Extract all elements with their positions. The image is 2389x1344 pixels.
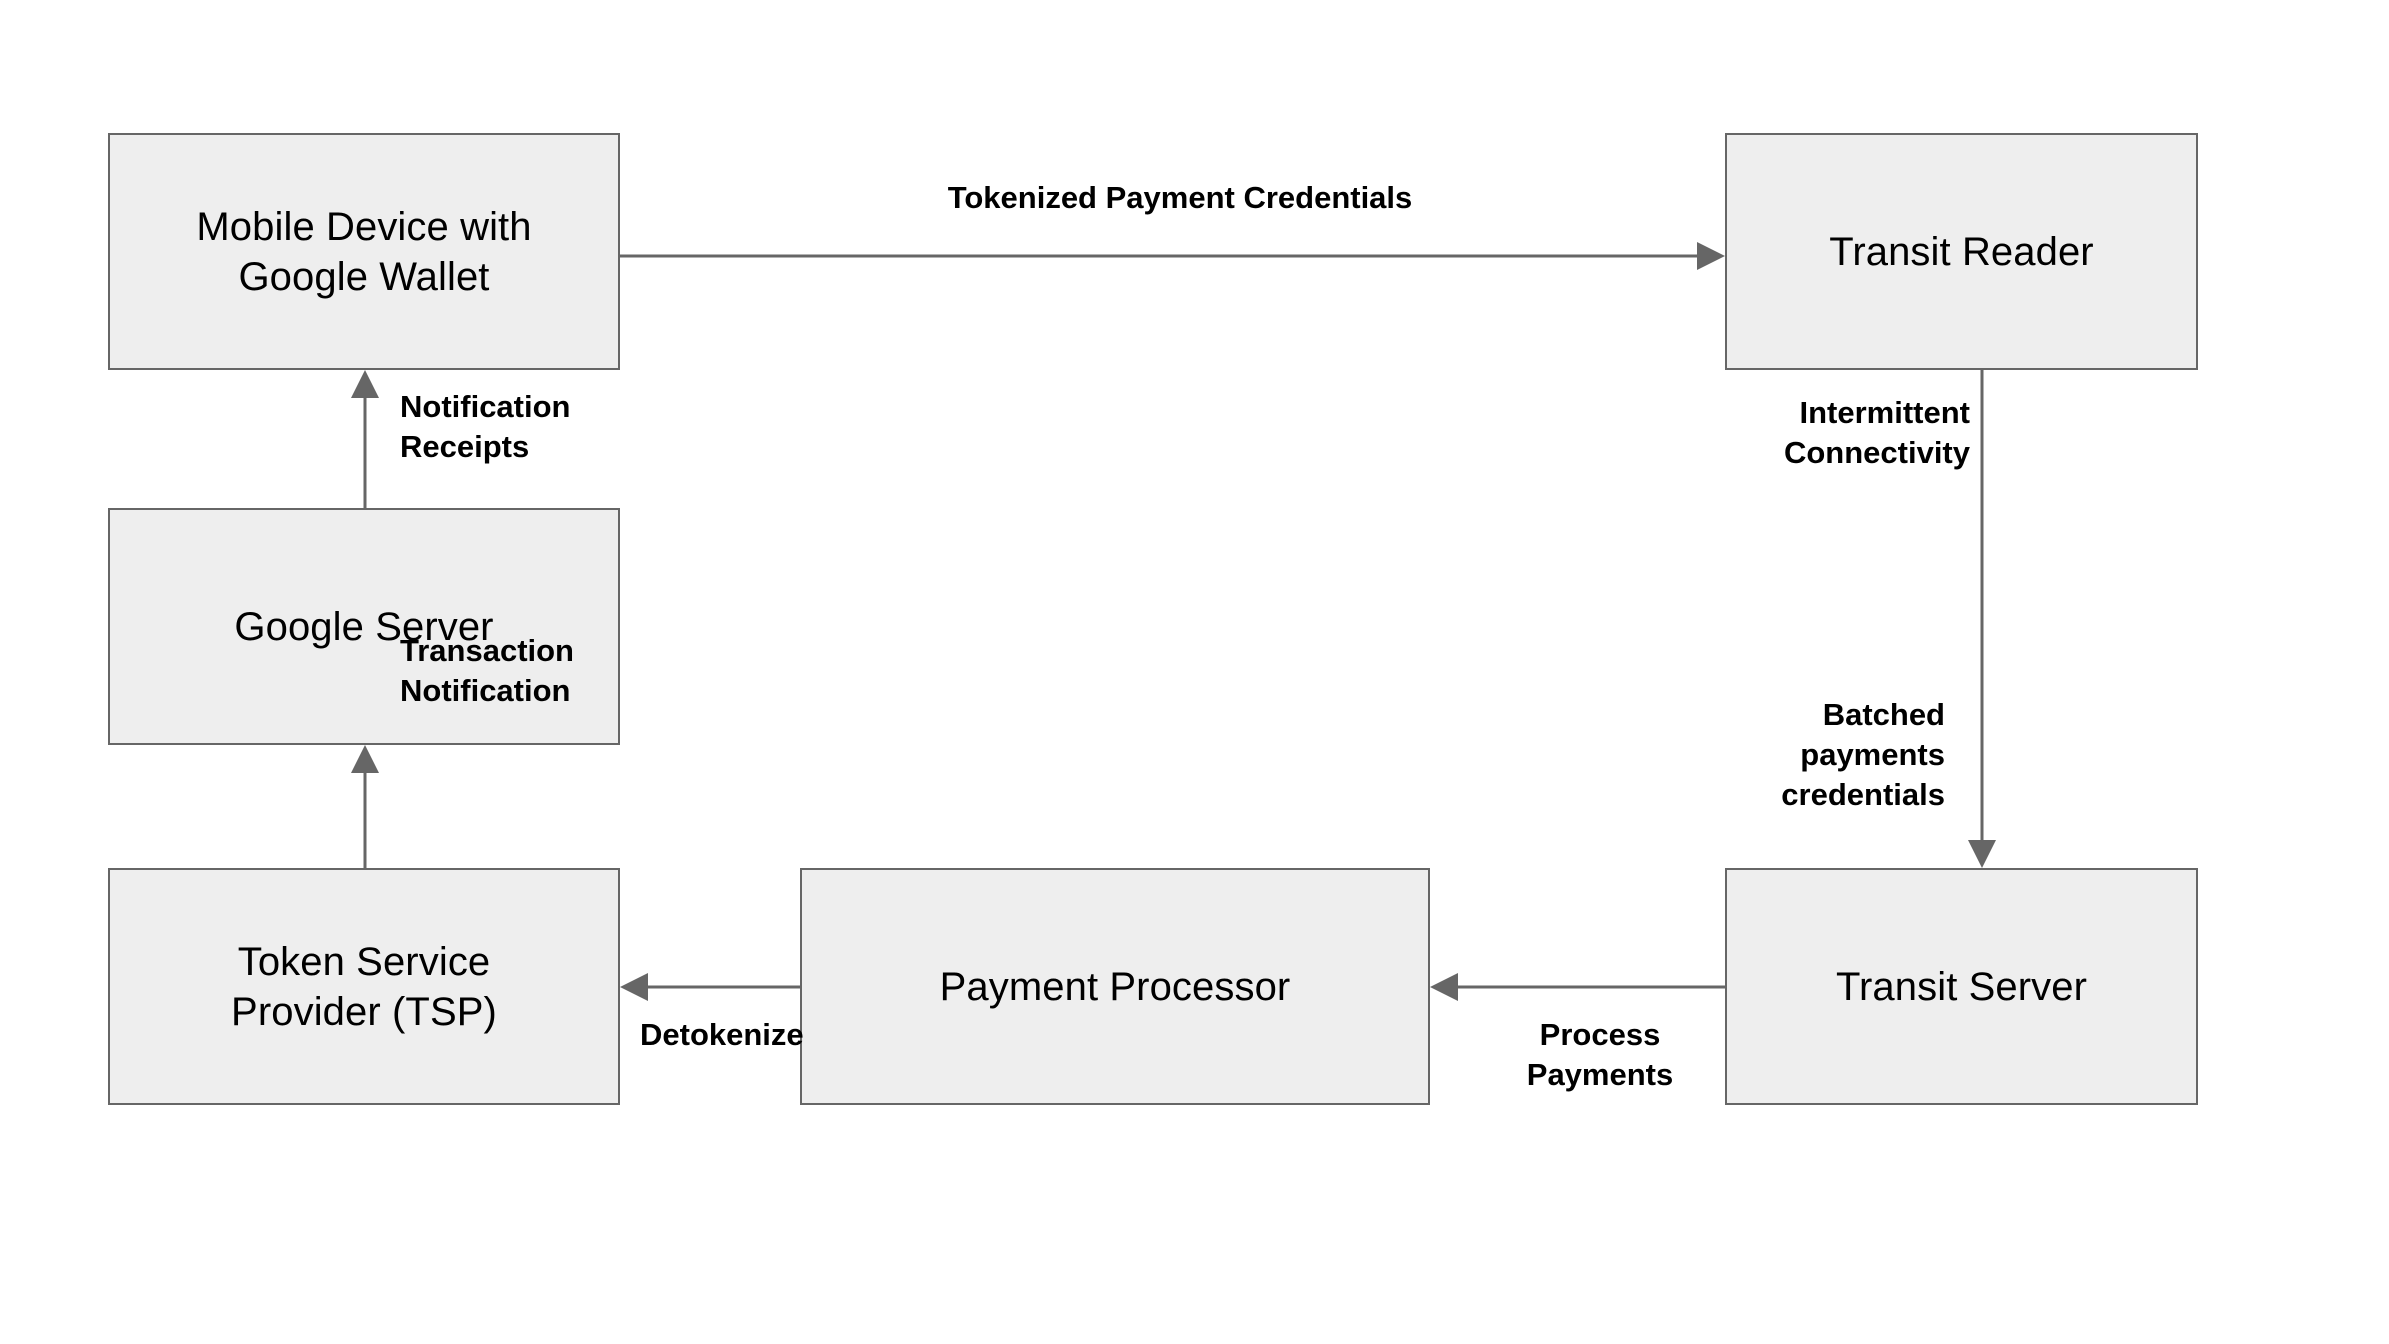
edge-label-mobile-to-reader: Tokenized Payment Credentials	[947, 180, 1413, 215]
edge-label-processor-to-tsp: Detokenize	[640, 1017, 804, 1052]
edge-label-reader-to-transit-server: Intermittent Connectivity	[1783, 395, 1970, 470]
node-label-payment-processor: Payment Processor	[939, 964, 1291, 1009]
node-label-transit-reader: Transit Reader	[1829, 229, 2094, 274]
edge-label-google-server-to-mobile: Notification Receipts	[400, 389, 571, 464]
node-label-token-service-provider: Token Service Provider (TSP)	[231, 939, 497, 1034]
edge-arrowhead-processor-to-tsp	[620, 973, 648, 1001]
edge-arrowhead-transit-server-to-processor	[1430, 973, 1458, 1001]
node-transit-reader[interactable]: Transit Reader	[1725, 133, 2198, 370]
node-label-google-server: Google Server	[234, 604, 494, 649]
node-token-service-provider[interactable]: Token Service Provider (TSP)	[108, 868, 620, 1105]
node-label-transit-server: Transit Server	[1835, 964, 2088, 1009]
edge-label-secondary-reader-to-transit-server: Batched payments credentials	[1781, 697, 1945, 812]
edge-arrowhead-reader-to-transit-server	[1968, 840, 1996, 868]
edge-arrowhead-google-server-to-mobile	[351, 370, 379, 398]
node-mobile-device[interactable]: Mobile Device with Google Wallet	[108, 133, 620, 370]
edge-arrowhead-mobile-to-reader	[1697, 242, 1725, 270]
node-label-mobile-device: Mobile Device with Google Wallet	[196, 204, 532, 299]
edge-arrowhead-tsp-to-google-server	[351, 745, 379, 773]
edge-label-transit-server-to-processor: Process Payments	[1526, 1017, 1674, 1092]
node-transit-server[interactable]: Transit Server	[1725, 868, 2198, 1105]
node-payment-processor[interactable]: Payment Processor	[800, 868, 1430, 1105]
node-google-server[interactable]: Google Server	[108, 508, 620, 745]
edge-label-tsp-to-google-server: Transaction Notification	[400, 633, 574, 708]
